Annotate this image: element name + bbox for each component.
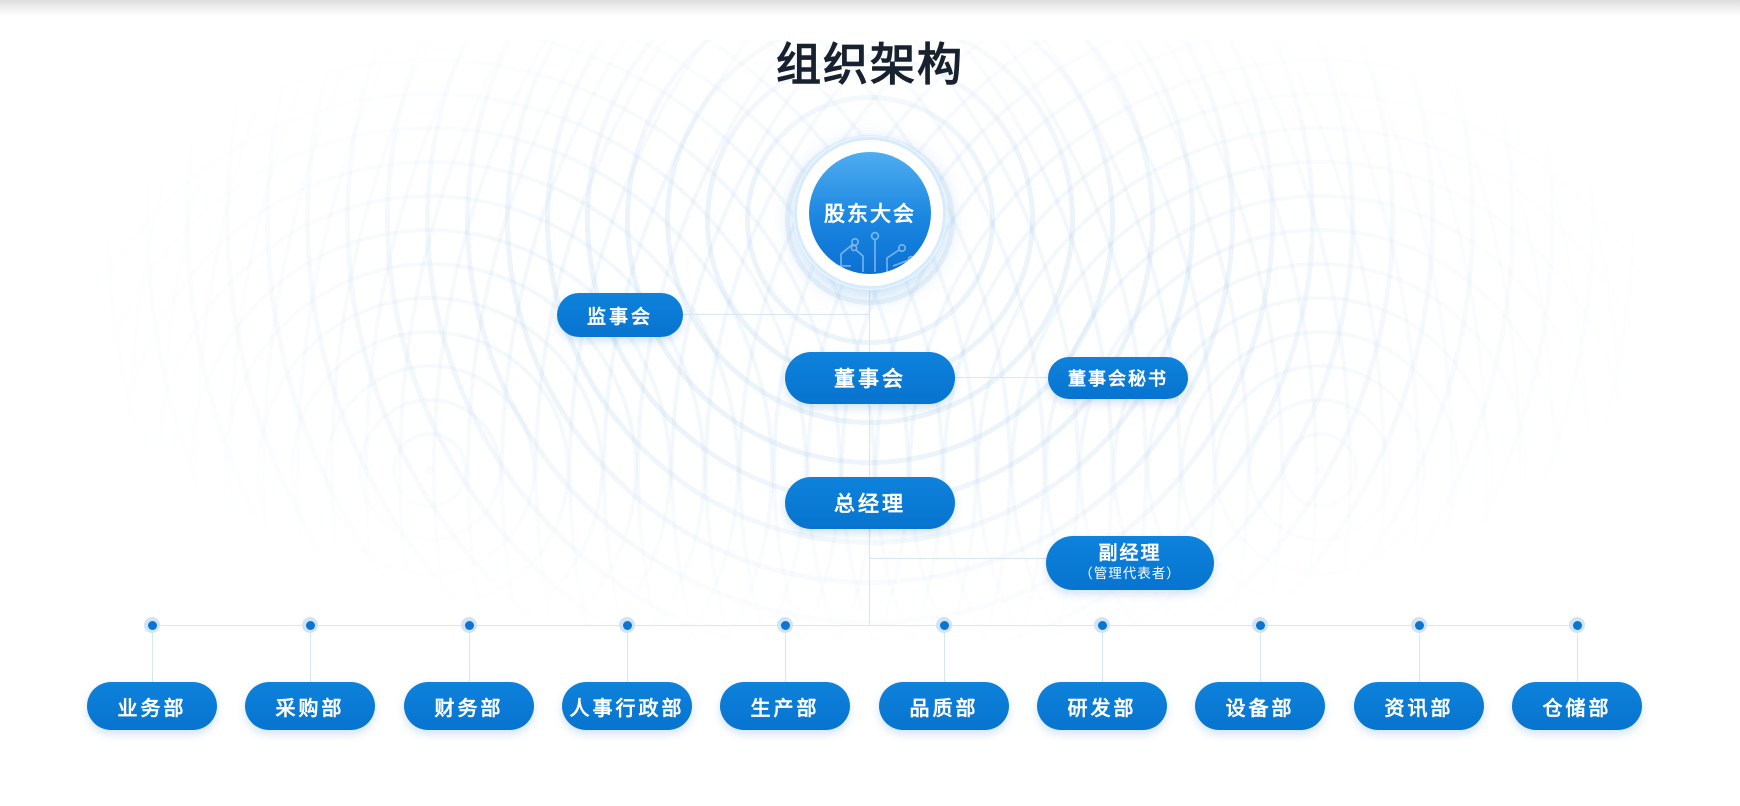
node-general-manager: 总经理 [785,477,955,529]
connector-department-feed [627,633,628,682]
bus-dot [1094,617,1110,633]
connector-department-feed [152,633,153,682]
bus-dot [1569,617,1585,633]
node-label-shareholders: 股东大会 [824,203,916,226]
connector-trunk [869,286,870,625]
bus-dot [1252,617,1268,633]
bus-dot-core [1572,620,1582,630]
bus-dot-core [147,620,157,630]
department-pill: 人事行政部 [562,682,692,730]
top-edge-shadow [0,0,1740,16]
node-shareholders-meeting: 股东大会 [794,137,946,289]
page-title: 组织架构 [775,39,964,90]
department-pill: 业务部 [87,682,217,730]
connector-department-feed [1419,633,1420,682]
node-label-supervisory: 监事会 [586,306,653,328]
bus-dot-core [305,620,315,630]
bus-dot [144,617,160,633]
connector-department-feed [1260,633,1261,682]
connector-department-feed [310,633,311,682]
node-label-deputy-note: （管理代表者） [1079,566,1181,582]
node-supervisory-board: 监事会 [557,293,683,337]
connector-department-feed [785,633,786,682]
bus-dot [777,617,793,633]
department-pill: 资讯部 [1354,682,1484,730]
node-deputy-manager: 副经理 （管理代表者） [1046,536,1214,590]
department-pill: 生产部 [720,682,850,730]
department-pill: 品质部 [879,682,1009,730]
bus-dot-core [464,620,474,630]
node-label-general-manager: 总经理 [834,493,906,516]
bus-dot-core [780,620,790,630]
node-label-deputy: 副经理 [1098,543,1162,565]
connector-department-feed [1102,633,1103,682]
bus-dot-core [622,620,632,630]
bus-dot [619,617,635,633]
connector-bus [152,625,1577,626]
ripple-background [0,40,1740,640]
department-pill: 研发部 [1037,682,1167,730]
bus-dot-core [1414,620,1424,630]
node-shareholders-circle: 股东大会 [809,152,931,274]
department-pill: 采购部 [245,682,375,730]
bus-dot [1411,617,1427,633]
department-pill: 财务部 [404,682,534,730]
bus-dot-core [939,620,949,630]
node-board-of-directors: 董事会 [785,352,955,404]
bus-dot [936,617,952,633]
node-label-board: 董事会 [834,368,906,391]
node-label-secretary: 董事会秘书 [1068,369,1168,389]
connector-department-feed [1577,633,1578,682]
bus-dot-core [1255,620,1265,630]
bus-dot [461,617,477,633]
connector-department-feed [469,633,470,682]
department-pill: 设备部 [1195,682,1325,730]
bus-dot [302,617,318,633]
department-pill: 仓储部 [1512,682,1642,730]
bus-dot-core [1097,620,1107,630]
connector-department-feed [944,633,945,682]
node-board-secretary: 董事会秘书 [1048,357,1188,399]
